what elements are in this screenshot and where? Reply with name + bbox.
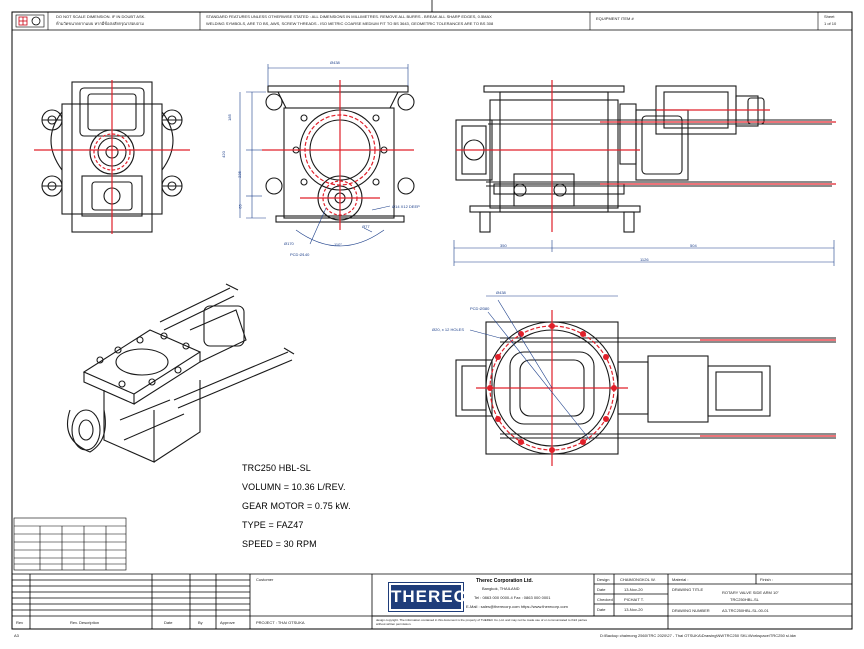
file-path: D:\Backup chaimong 2560\TRC 2020\27 - Th…: [600, 633, 796, 638]
paper-size: A3: [14, 633, 19, 638]
rev-approve-header: Approve: [220, 620, 235, 625]
dim-m14: Ø14 X12 DEEP: [392, 204, 420, 209]
dim-185: 185: [226, 114, 232, 121]
company-email: E-Mail : sales@therecorp.com https://www…: [466, 604, 568, 609]
company-city: Bangkok, THAILAND: [482, 586, 520, 591]
drawing-number-label: DRAWING NUMBER: [672, 608, 710, 613]
dim-235: 235: [236, 171, 242, 178]
title-block-frame: [12, 573, 852, 629]
dim-pcd-top: Ø438: [496, 290, 506, 295]
isometric-view: [66, 283, 295, 463]
drawing-title-1: ROTARY VALVE SIDE ARM 10": [722, 590, 779, 595]
dim-angle: 110°: [334, 242, 342, 247]
logo-frame: [388, 582, 464, 612]
date-label-2: Date: [597, 607, 606, 612]
dim-d170: Ø170: [284, 241, 294, 246]
dim-pcd140: PCD Ø140: [290, 252, 310, 257]
date-label-1: Date: [597, 587, 606, 592]
small-table: [13, 517, 127, 571]
date-value-2: 13-Nov-20: [624, 607, 643, 612]
drawing-number: A3-TRC250HBL-SL-00-01: [722, 608, 769, 613]
rev-header: Rev: [16, 620, 24, 625]
drawing-title-2: TRC250HBL-SL: [730, 597, 759, 602]
company-logo: THEREC: [391, 585, 466, 609]
spec-model: TRC250 HBL-SL: [242, 463, 311, 473]
front-view-centerlines: [34, 80, 190, 234]
dim-len-total: 1126: [640, 257, 649, 262]
date-value-1: 13-Nov-20: [624, 587, 643, 592]
project-label: PROJECT : THAI OTSUKA: [256, 620, 305, 625]
dim-holes: Ø20, x 12 HOLES: [432, 327, 465, 332]
thai-note: ห้ามวัดขนาดจากแบบ หากมีข้อสงสัยกรุณาสอบถ…: [56, 21, 144, 26]
dim-len-350: 350: [500, 243, 507, 248]
dim-420: 420: [220, 151, 226, 158]
elevation-view: [455, 85, 832, 233]
elevation-dimensions: [453, 240, 835, 266]
sheet-value: 1 of 10: [824, 21, 837, 26]
spec-motor: GEAR MOTOR = 0.75 kW.: [242, 501, 351, 511]
checked-value: PICHAIT T.: [624, 597, 644, 602]
dim-d77: Ø77: [362, 224, 370, 229]
dim-width-top: Ø438: [330, 60, 340, 65]
spec-volume: VOLUMN = 10.36 L/REV.: [242, 482, 346, 492]
dim-65: 65: [237, 204, 243, 209]
no-scale-note: DO NOT SCALE DIMENSION. IF IN DOUBT ASK.: [56, 14, 146, 19]
spec-speed: SPEED = 30 RPM: [242, 539, 317, 549]
design-label: Design: [597, 577, 610, 582]
elevation-centerlines: [456, 80, 836, 232]
standard-features: STANDARD FEATURES UNLESS OTHERWISE STATE…: [206, 14, 492, 19]
dim-pcd-380: PCD Ø380: [470, 306, 490, 311]
company-tel: Tel : 0863 000 0000-4 Fax : 0863 000 000…: [474, 595, 551, 600]
design-value: CHAIMONGKOL W.: [620, 577, 656, 582]
side-view-dimensions: [239, 64, 409, 247]
checked-label: Checked: [597, 597, 613, 602]
standard-features-2: WELDING SYMBOLS, ARE TO BS, AWS, SCREW T…: [206, 21, 494, 26]
dim-len-504: 504: [690, 243, 697, 248]
side-view-centerlines: [262, 80, 414, 230]
sheet-label: Sheet: [824, 14, 835, 19]
drawing-title-label: DRAWING TITLE: [672, 587, 704, 592]
spec-type: TYPE = FAZ47: [242, 520, 304, 530]
copyright-note: design copyright. The information contai…: [376, 618, 588, 626]
equipment-item: EQUIPMENT ITEM #: [596, 16, 634, 21]
plan-view-centerlines: [476, 310, 836, 466]
plan-view-dimensions: [469, 295, 618, 441]
material-label: Material :: [672, 577, 689, 582]
rev-by-header: By: [198, 620, 203, 625]
company-name: Therec Corporation Ltd.: [476, 578, 533, 584]
rev-desc-header: Rev. Description: [70, 620, 100, 625]
finish-label: Finish :: [760, 577, 773, 582]
customer-label: Customer: [256, 577, 274, 582]
rev-date-header: Date: [164, 620, 173, 625]
header-logo-icon: [15, 14, 45, 28]
